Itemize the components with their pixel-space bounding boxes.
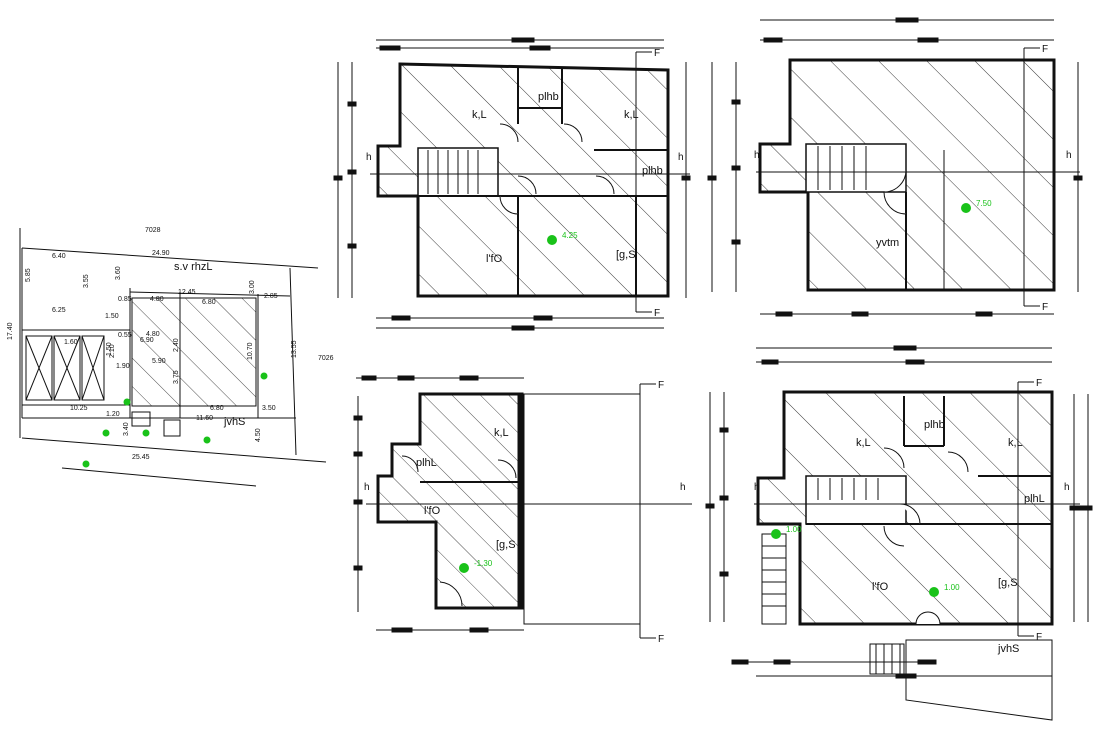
room-label: plhL [1024,493,1045,505]
axis-label: h [1066,150,1072,161]
dim-label: 6.90 [140,337,154,344]
parcel-top-label: 7028 [145,227,161,234]
room-label: k,L [1008,437,1023,449]
street-label: s.v rhzL [174,261,213,273]
dim-label: 6.40 [52,253,66,260]
room-label: k,L [856,437,871,449]
level-value: 7.50 [976,199,992,208]
dim-label: 24.90 [152,250,170,257]
section-label: F [658,380,664,391]
level-marker-icons [82,372,268,468]
room-label: k,L [472,109,487,121]
dim-label: 11.60 [196,415,213,422]
room-label: l'fO [424,505,441,517]
dim-label: 1.50 [105,313,119,320]
dim-label: 12.45 [178,289,196,296]
dim-label: 6.25 [52,307,66,314]
axis-label: h [680,482,686,493]
section-label: F [654,48,660,59]
section-label: F [1042,302,1048,313]
ground-floor-plan: F F h h k,L plhb k,L plhb l'fO [g,S 4.25 [333,37,691,331]
room-label: yvtm [876,237,899,249]
section-label: F [1042,44,1048,55]
room-label: l'fO [486,253,503,265]
section-label: F [1036,632,1042,643]
room-label: plhL [416,457,437,469]
room-label: [g,S [616,249,636,261]
dim-label: 1.90 [116,363,130,370]
dim-label: 5.85 [25,268,32,282]
dim-label: 4.80 [150,296,164,303]
section-label: F [1036,378,1042,389]
level-value: -1.30 [474,559,493,568]
dim-label: 1.60 [64,339,78,346]
dim-label: 3.60 [115,266,122,280]
level-marker-icon [459,563,469,573]
dim-label: 2.85 [264,293,278,300]
room-label: plhb [924,419,945,431]
axis-label: h [364,482,370,493]
yard-label: jvhS [997,643,1019,655]
basement-plan: F F h h k,L plhL l'fO [g,S -1.30 [353,375,692,645]
dim-label: 6.80 [202,299,216,306]
dim-label: 3.50 [262,405,276,412]
room-label: k,L [624,109,639,121]
level-marker-icon [547,235,557,245]
room-label: k,L [494,427,509,439]
room-label: [g,S [998,577,1018,589]
dim-label: 17.40 [7,322,14,340]
dim-label: 4.50 [255,428,262,442]
axis-label: h [754,150,760,161]
dim-label: 5.90 [152,358,166,365]
dim-label: 3.55 [83,274,90,288]
dim-label: 1.50 [106,342,113,356]
axis-label: h [366,152,372,163]
level-value: 4.25 [562,231,578,240]
yard-label: jvhS [223,416,245,428]
dim-label: 0.85 [118,296,132,303]
site-plan: 7028 7026 24.90 6.40 5.85 17.40 3.55 3. [7,227,334,487]
level-value: 1.00 [944,583,960,592]
level-marker-icon [771,529,781,539]
dim-label: 3.75 [173,370,180,384]
section-label: F [654,308,660,319]
first-floor-plan: F F h h k,L plhb k,L plhL l'fO [g,S jvhS… [705,345,1093,721]
axis-label: h [1064,482,1070,493]
dim-label: 6.80 [210,405,224,412]
dim-label: 0.55 [118,332,132,339]
dim-label: 3.40 [123,422,130,436]
axis-label: h [678,152,684,163]
dim-label: 2.40 [173,338,180,352]
room-label: plhb [642,165,663,177]
room-label: plhb [538,91,559,103]
dim-label: 1.20 [106,411,120,418]
level-value: 1.00 [786,525,802,534]
dim-label: 25.45 [132,454,150,461]
section-label: F [658,634,664,645]
axis-label: h [754,482,760,493]
room-label: [g,S [496,539,516,551]
dim-label: 2.10 [109,344,116,358]
parcel-right-label: 7026 [318,355,334,362]
dim-label: 13.55 [291,340,298,358]
level-marker-icon [929,587,939,597]
dim-label: 10.25 [70,405,88,412]
roof-plan: F F h h yvtm 7.50 [707,17,1083,317]
room-label: l'fO [872,581,889,593]
level-marker-icon [961,203,971,213]
dim-label: 10.70 [247,342,254,360]
dim-label: 4.80 [146,331,160,338]
dim-label: 3.00 [249,280,256,294]
